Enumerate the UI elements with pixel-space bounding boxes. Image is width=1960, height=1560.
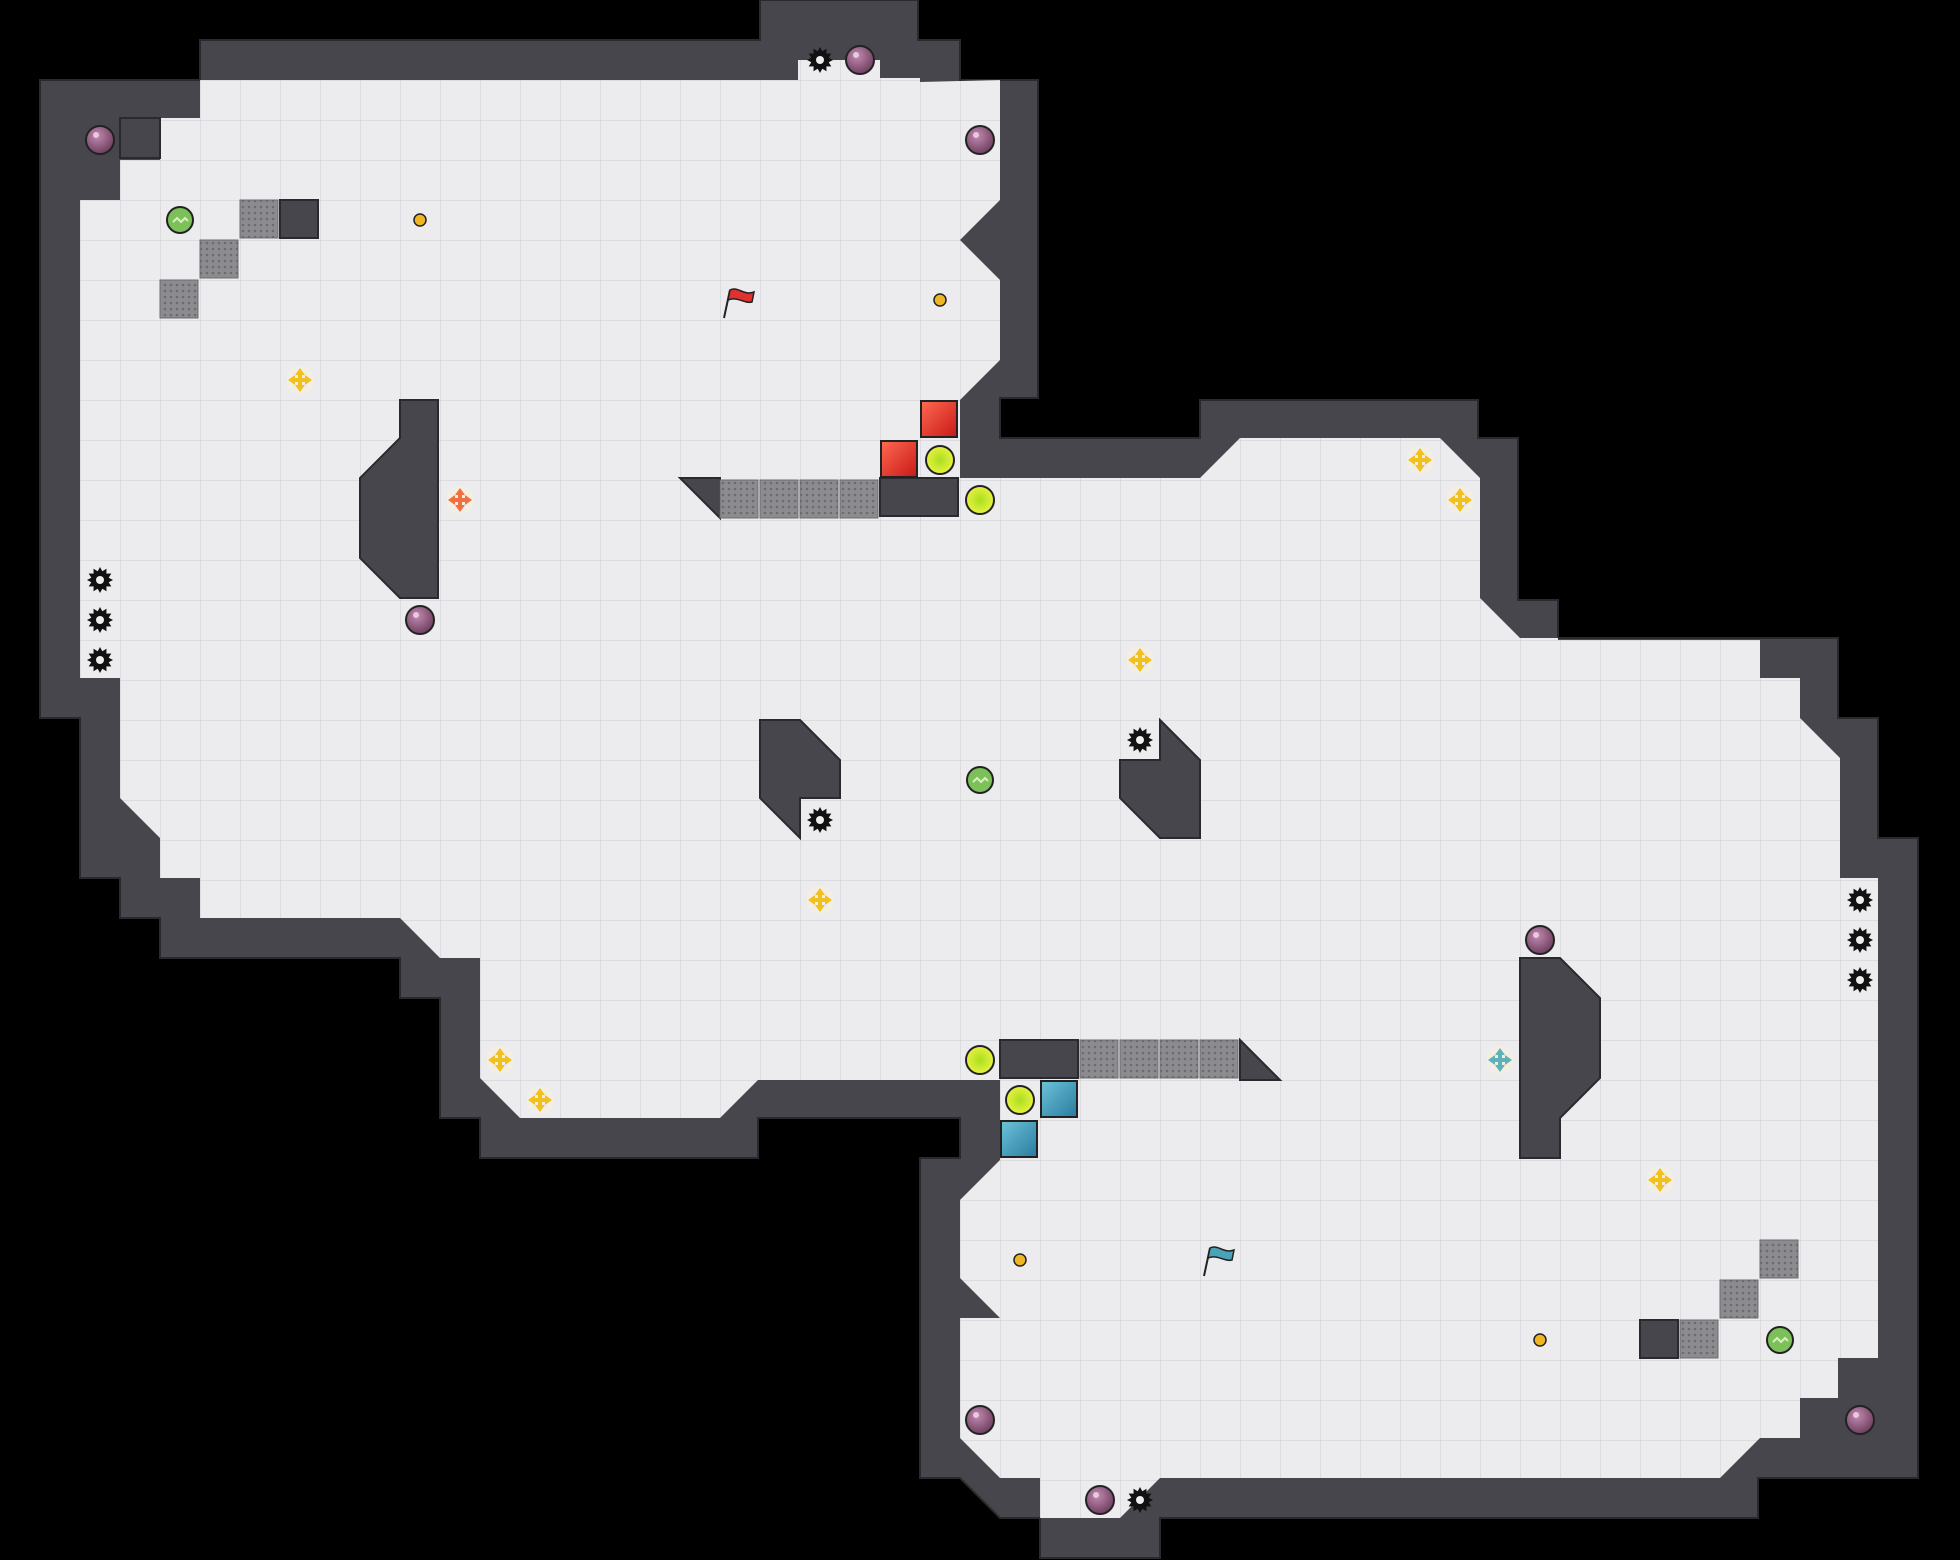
boosts [925,445,1035,1115]
spike-icon [87,607,113,633]
wall-block-right [1519,957,1601,1159]
wall-small-tl [279,199,319,239]
powerups [166,206,1794,1354]
speed-pad-icon [839,479,879,519]
wall-block-center [759,719,841,841]
wall-bar-lower-block [999,1039,1079,1079]
bombs [85,45,1875,1515]
speed-pad-icon [1679,1319,1719,1359]
bomb-icon [845,45,875,75]
spike-icon [1847,887,1873,913]
speed-pad-icon [1199,1039,1239,1079]
gate-icon [446,486,474,514]
red-flag-icon [723,288,756,319]
boost-icon [925,445,955,475]
bomb-icon [85,125,115,155]
portals [413,213,1547,1347]
gate-icon [486,1046,514,1074]
wall-small-br [1639,1319,1679,1359]
spike-icon [1127,1487,1153,1513]
bomb-icon [965,1405,995,1435]
spike-icon [87,647,113,673]
portal-icon [413,213,427,227]
gate-icon [1446,486,1474,514]
red-team-tile [880,440,918,478]
speed-pad-icon [719,479,759,519]
powerup-icon [1766,1326,1794,1354]
speed-pad-icon [159,279,199,319]
gate-icon [286,366,314,394]
portal-icon [1013,1253,1027,1267]
boost-icon [965,1045,995,1075]
spike-icon [87,567,113,593]
bomb-icon [405,605,435,635]
boost-icon [965,485,995,515]
speed-pad-icon [1079,1039,1119,1079]
gates [286,366,1674,1194]
speed-pad-icon [199,239,239,279]
speed-pad-icon [1119,1039,1159,1079]
spike-icon [1847,927,1873,953]
blue-flag-icon [1203,1246,1236,1277]
speed-pad-icon [239,199,279,239]
gate-icon [1406,446,1434,474]
bomb-icon [965,125,995,155]
blue-team-tile [1040,1080,1078,1118]
speed-pad-icon [1159,1039,1199,1079]
spike-icon [1127,727,1153,753]
wall-block-left [359,399,439,599]
speed-pad-icon [1759,1239,1799,1279]
team-tiles [880,400,1078,1158]
gate-icon [1126,646,1154,674]
spike-icon [807,47,833,73]
obstacles [119,117,1679,1359]
spike-icon [1847,967,1873,993]
portal-icon [1533,1333,1547,1347]
wall-nub-tl [119,117,161,159]
bomb-icon [1085,1485,1115,1515]
wall-bar-lower [1239,1037,1283,1081]
gate-icon [1486,1046,1514,1074]
gate-icon [526,1086,554,1114]
bomb-icon [1845,1405,1875,1435]
red-team-tile [920,400,958,438]
wall-block-center-right [1119,717,1201,839]
blue-team-tile [1000,1120,1038,1158]
speed-pad-icon [1719,1279,1759,1319]
boost-icon [1005,1085,1035,1115]
wall-bar-upper-block [879,477,959,517]
gate-icon [806,886,834,914]
speed-pad-icon [759,479,799,519]
powerup-icon [166,206,194,234]
bomb-icon [1525,925,1555,955]
speed-pads [159,199,1799,1359]
spike-icon [807,807,833,833]
gate-icon [1646,1166,1674,1194]
spikes [87,47,1873,1513]
powerup-icon [966,766,994,794]
portal-icon [933,293,947,307]
speed-pad-icon [799,479,839,519]
